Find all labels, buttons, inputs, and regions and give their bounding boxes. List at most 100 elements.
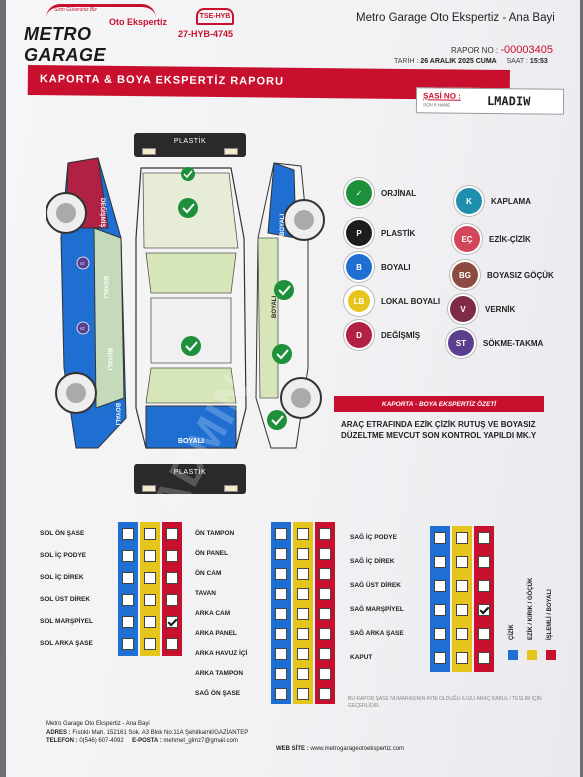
mid_rows-checkbox[interactable] <box>315 684 335 704</box>
mid_rows-checkbox[interactable] <box>271 544 291 564</box>
left_rows-row-label: SOL İÇ PODYE <box>40 552 87 559</box>
right_rows-checkbox[interactable] <box>474 648 494 668</box>
mid_rows-checkbox[interactable] <box>315 664 335 684</box>
check-right-door-front <box>274 280 294 300</box>
left-windows <box>93 227 125 409</box>
mid_rows-checkbox[interactable] <box>271 644 291 664</box>
legend-badge: V <box>450 296 476 322</box>
left_rows-checkbox[interactable] <box>118 524 138 544</box>
column-swatch <box>527 650 537 660</box>
mid_rows-checkbox[interactable] <box>293 604 313 624</box>
right_rows-checkbox[interactable] <box>430 624 450 644</box>
mid_rows-checkbox[interactable] <box>271 584 291 604</box>
legend-label: BOYASIZ GÖÇÜK <box>487 270 554 280</box>
mid_rows-checkbox[interactable] <box>315 524 335 544</box>
left_rows-checkbox[interactable] <box>118 546 138 566</box>
left_rows-checkbox[interactable] <box>118 634 138 654</box>
right_rows-checkbox[interactable] <box>474 576 494 596</box>
date-label: TARİH : <box>394 58 419 65</box>
mid_rows-checkbox[interactable] <box>293 584 313 604</box>
right_rows-checkbox[interactable] <box>430 600 450 620</box>
report-sheet: Sizin Güveniniz Biz Oto Ekspertiz METRO … <box>6 0 580 777</box>
mid_rows-row-label: ÖN CAM <box>195 570 222 577</box>
right_rows-checkbox[interactable] <box>474 528 494 548</box>
rear-bumper: PLASTİK <box>134 464 246 494</box>
chassis-sub: SON 6 HANE <box>422 102 451 108</box>
mid_rows-checkbox[interactable] <box>293 564 313 584</box>
mid_rows-checkbox[interactable] <box>315 604 335 624</box>
mid_rows-checkbox[interactable] <box>315 544 335 564</box>
right_rows-row-label: SAĞ İÇ PODYE <box>350 534 397 541</box>
right-label-boyali-2: BOYALI <box>272 296 278 318</box>
left_rows-checkbox[interactable] <box>140 524 160 544</box>
legend-badge: EÇ <box>454 226 480 252</box>
right_rows-checkbox[interactable] <box>474 552 494 572</box>
right_rows-checkbox[interactable] <box>452 552 472 572</box>
right_rows-checkbox[interactable] <box>430 576 450 596</box>
left_rows-checkbox[interactable] <box>140 546 160 566</box>
mid_rows-checkbox[interactable] <box>271 684 291 704</box>
left_rows-checkbox[interactable] <box>162 612 182 632</box>
mid_rows-checkbox[interactable] <box>271 604 291 624</box>
left_rows-checkbox[interactable] <box>162 568 182 588</box>
mid_rows-checkbox[interactable] <box>293 524 313 544</box>
right_rows-checkbox[interactable] <box>474 600 494 620</box>
left_rows-checkbox[interactable] <box>162 634 182 654</box>
time-value: 15:53 <box>529 58 548 65</box>
left_rows-checkbox[interactable] <box>162 524 182 544</box>
mid_rows-checkbox[interactable] <box>315 584 335 604</box>
mid_rows-row-label: ÖN PANEL <box>195 550 229 557</box>
rear-window <box>145 367 237 404</box>
left_rows-checkbox[interactable] <box>118 568 138 588</box>
right_rows-checkbox[interactable] <box>452 600 472 620</box>
left_rows-checkbox[interactable] <box>118 612 138 632</box>
mid_rows-checkbox[interactable] <box>315 564 335 584</box>
st-marker-left-rear <box>76 321 90 335</box>
left_rows-checkbox[interactable] <box>140 612 160 632</box>
report-date: TARİH : 26 ARALIK 2025 CUMA SAAT : 15:53 <box>394 58 548 65</box>
mid_rows-checkbox[interactable] <box>293 644 313 664</box>
left_rows-checkbox[interactable] <box>118 590 138 610</box>
mid_rows-checkbox[interactable] <box>271 524 291 544</box>
left_rows-checkbox[interactable] <box>162 590 182 610</box>
mid_rows-row-label: SAĞ ÖN ŞASE <box>195 690 241 697</box>
summary-text: ARAÇ ETRAFINDA EZİK ÇİZİK RUTUŞ VE BOYAS… <box>341 420 537 440</box>
front-bumper-tab-left <box>142 148 156 155</box>
mid_rows-checkbox[interactable] <box>293 544 313 564</box>
mid_rows-checkbox[interactable] <box>315 624 335 644</box>
footer-web-value: www.metrogarageotoekspertiz.com <box>310 746 405 752</box>
left_rows-row-label: SOL İÇ DİREK <box>40 574 84 581</box>
mid_rows-checkbox[interactable] <box>293 664 313 684</box>
legend-label: ORJİNAL <box>381 188 417 198</box>
right_rows-checkbox[interactable] <box>452 576 472 596</box>
legend-label: SÖKME-TAKMA <box>483 338 544 348</box>
mid_rows-checkbox[interactable] <box>271 664 291 684</box>
column-head: EZİK / KIRIK / GÖÇÜK <box>528 577 534 640</box>
left_rows-checkbox[interactable] <box>140 634 160 654</box>
left_rows-checkbox[interactable] <box>162 546 182 566</box>
legend-badge: P <box>346 220 372 246</box>
right_rows-checkbox[interactable] <box>430 552 450 572</box>
column-head: İŞLEMLİ / BOYALI <box>547 589 553 640</box>
right_rows-checkbox[interactable] <box>430 648 450 668</box>
column-head: ÇİZİK <box>509 624 515 640</box>
mid_rows-checkbox[interactable] <box>271 624 291 644</box>
mid_rows-checkbox[interactable] <box>271 564 291 584</box>
right_rows-checkbox[interactable] <box>452 528 472 548</box>
right_rows-checkbox[interactable] <box>474 624 494 644</box>
left_rows-checkbox[interactable] <box>140 590 160 610</box>
right_rows-checkbox[interactable] <box>452 648 472 668</box>
mid_rows-checkbox[interactable] <box>293 624 313 644</box>
right_rows-checkbox[interactable] <box>452 624 472 644</box>
mid_rows-checkbox[interactable] <box>293 684 313 704</box>
rear-bumper-tab-right <box>224 485 238 492</box>
right_rows-checkbox[interactable] <box>430 528 450 548</box>
mid_rows-checkbox[interactable] <box>315 644 335 664</box>
front-bumper-tab-right <box>224 148 238 155</box>
left_rows-checkbox[interactable] <box>140 568 160 588</box>
check-hood <box>178 198 198 218</box>
